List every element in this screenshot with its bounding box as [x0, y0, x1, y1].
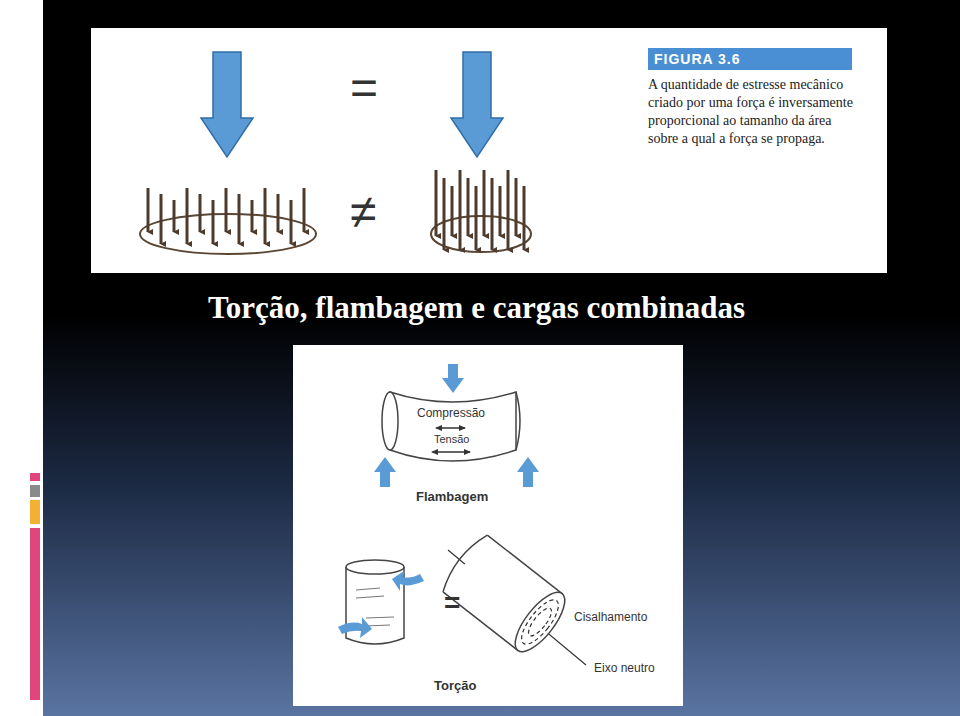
stress-arrow [451, 186, 454, 236]
stress-arrow [483, 170, 486, 236]
stress-arrow [238, 194, 241, 244]
stress-arrow [523, 186, 526, 250]
stress-arrow [459, 170, 462, 250]
slide-title: Torção, flambagem e cargas combinadas [208, 290, 745, 326]
stress-arrow [186, 188, 189, 244]
equals-sign: = [444, 588, 460, 619]
stress-arrow [264, 188, 267, 244]
stress-arrow [467, 178, 470, 236]
figure-caption: A quantidade de estresse mecânico criado… [648, 76, 860, 148]
stress-arrow [251, 200, 254, 232]
stress-arrow [277, 194, 280, 232]
stress-arrow [160, 194, 163, 244]
stress-arrow [290, 200, 293, 244]
stress-arrow [435, 170, 438, 236]
equals-sign: = [350, 62, 378, 115]
stress-arrow [507, 170, 510, 250]
figure-label: Torção [434, 679, 476, 693]
figure-banner: FIGURA 3.6 [648, 48, 852, 70]
not-equals-sign: ≠ [350, 186, 376, 239]
stress-arrow [212, 200, 215, 244]
stress-arrow [443, 178, 446, 250]
stress-arrow [303, 188, 306, 232]
stress-arrow [173, 200, 176, 232]
stress-arrow [491, 178, 494, 250]
stress-arrow [499, 186, 502, 236]
figure-label: Flambagem [416, 490, 488, 504]
stress-arrow [475, 186, 478, 250]
stress-arrow [225, 188, 228, 232]
part-label: Cisalhamento [574, 611, 647, 624]
figure-number: FIGURA 3.6 [654, 51, 846, 67]
stress-arrow [199, 194, 202, 232]
part-label: Tensão [432, 433, 471, 445]
stress-arrow [147, 188, 150, 232]
stress-arrow [515, 178, 518, 236]
part-label: Eixo neutro [592, 662, 657, 675]
part-label: Compressão [417, 407, 485, 420]
